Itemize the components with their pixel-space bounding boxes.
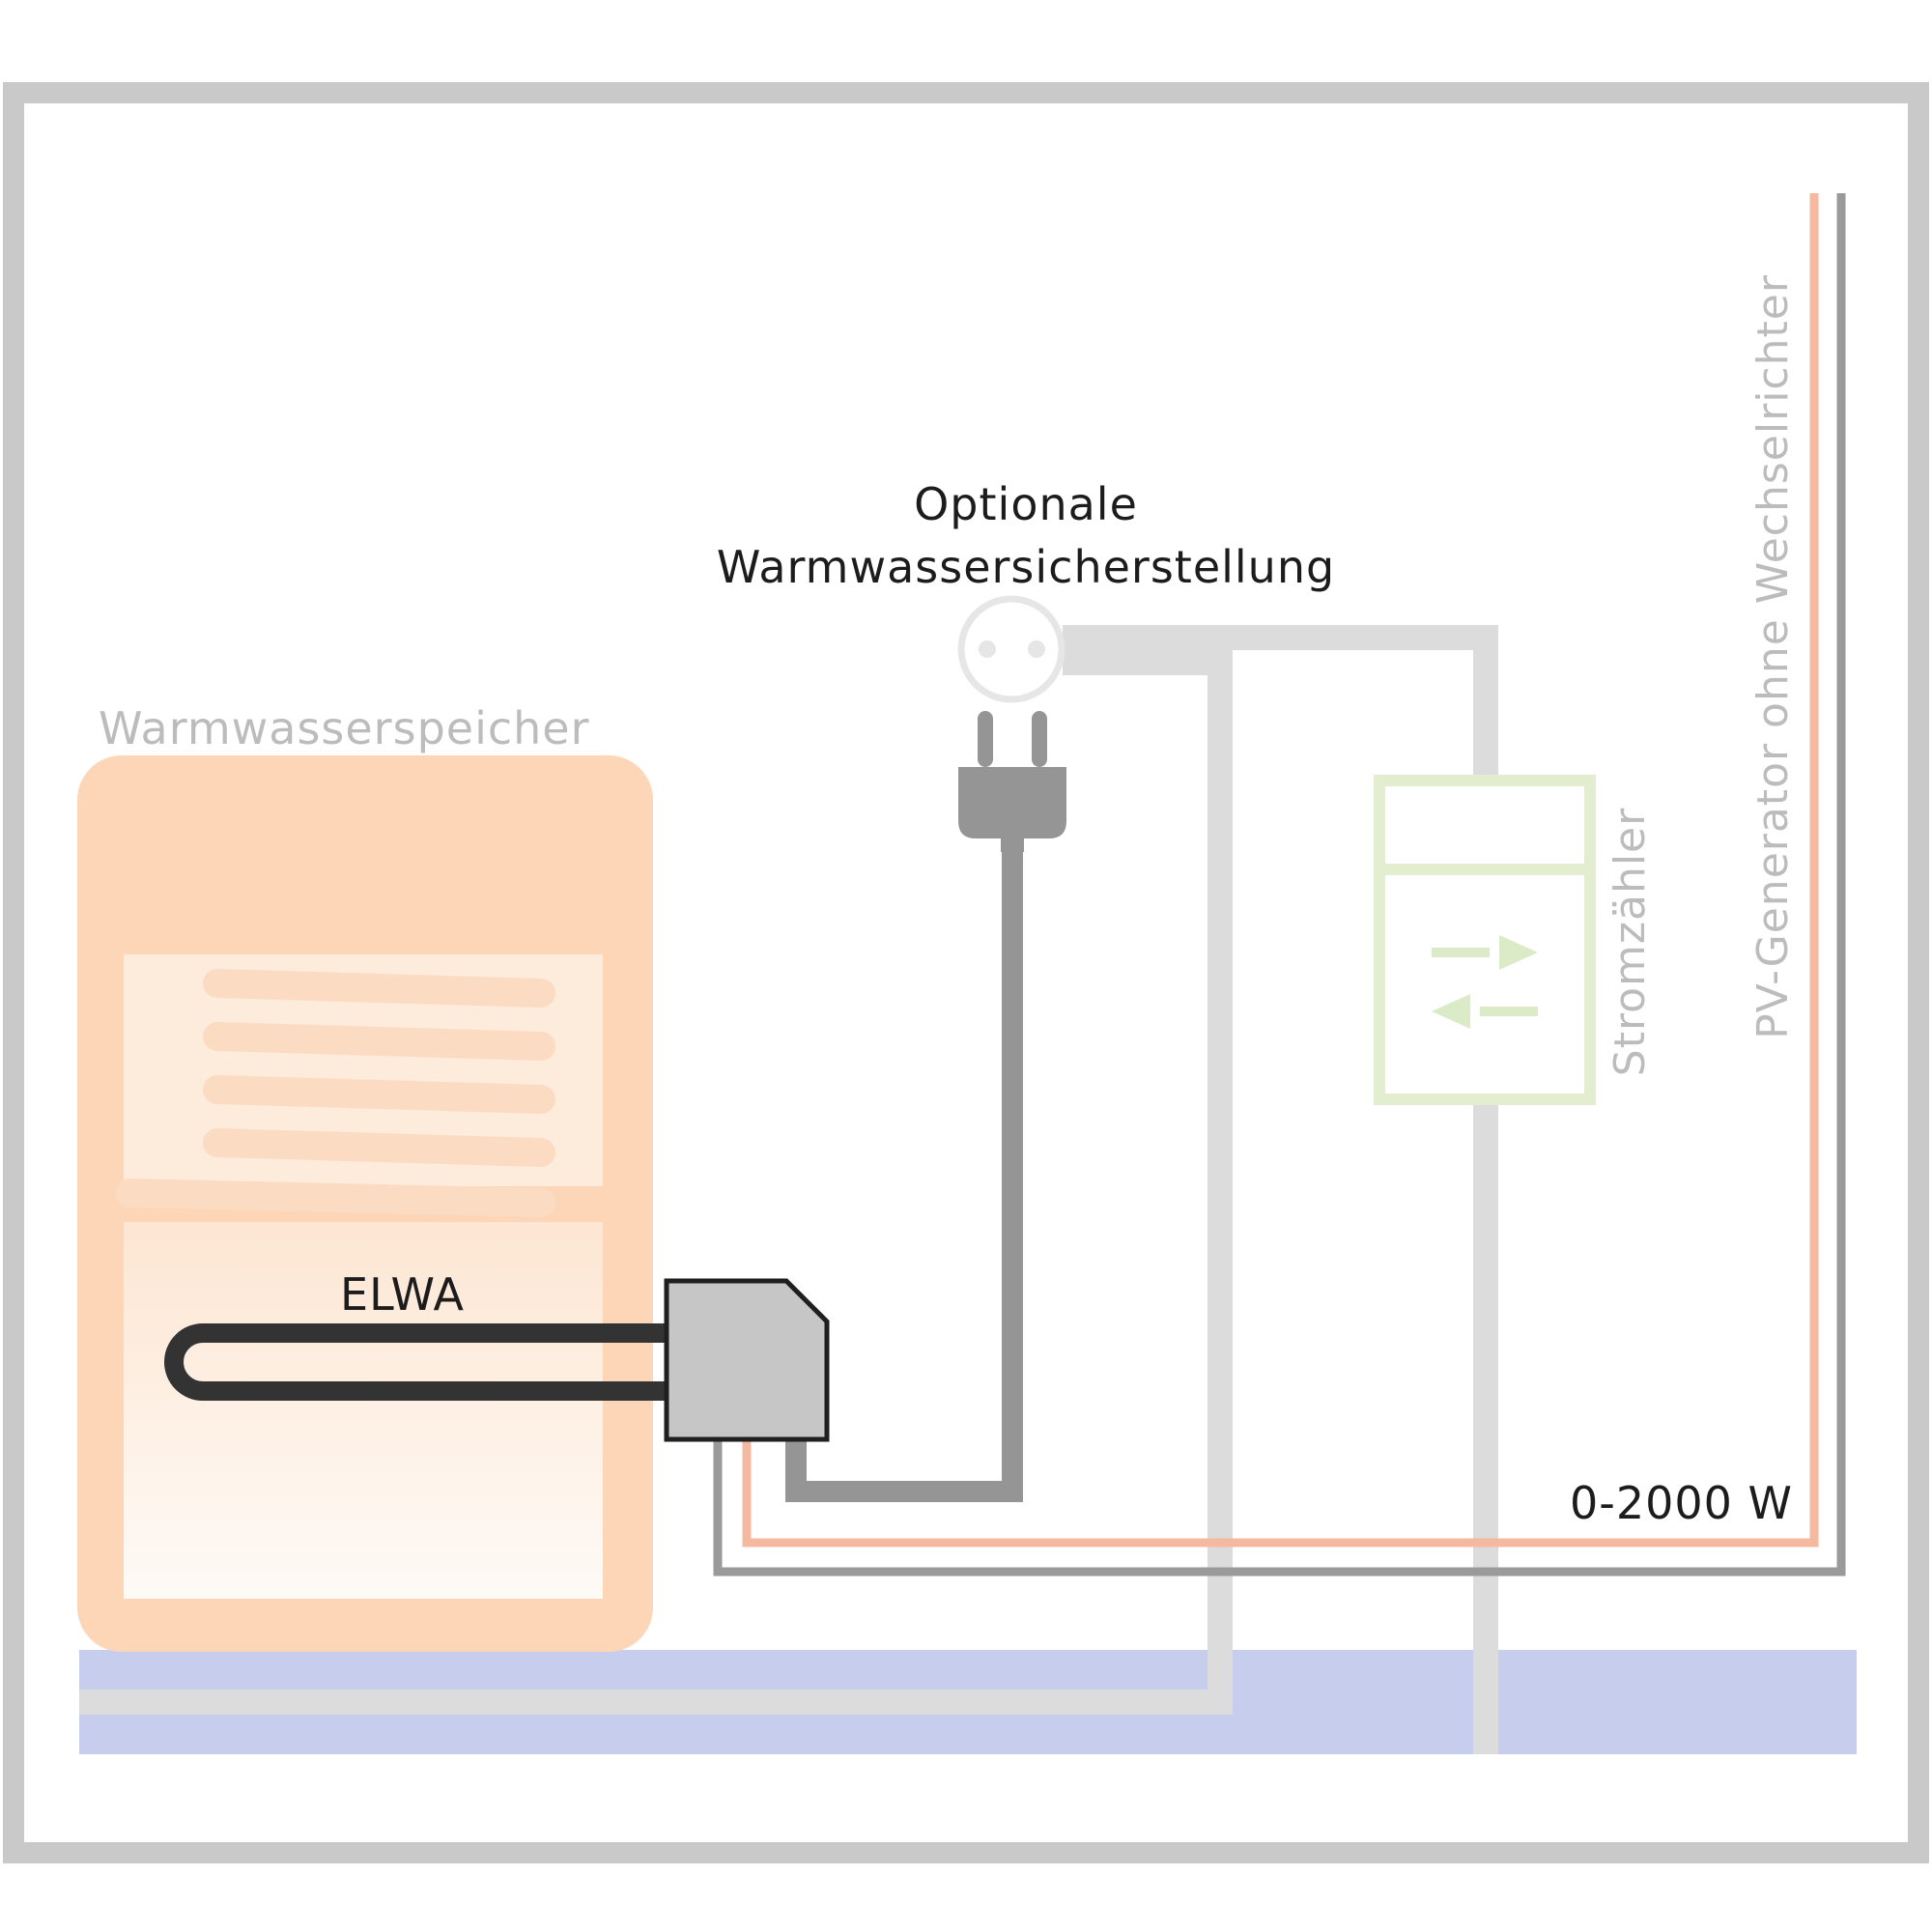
heat-exchanger-coil [116,969,555,1217]
bidirectional-arrows-icon [1432,935,1538,1029]
electricity-meter [1374,775,1596,1105]
house-wire-meter [1063,625,1498,1754]
power-range-label: 0-2000 W [1570,1477,1793,1529]
house-wire-loop [79,650,1233,1715]
dc-positive-line [742,193,1819,1548]
meter-label: Stromzähler [1605,808,1655,1076]
outer-frame [3,82,1929,1863]
heater-label: ELWA [340,1268,465,1321]
plug-icon [958,711,1066,852]
plug-cable [785,842,1023,1502]
tank-label: Warmwasserspeicher [99,702,590,754]
optional-backup-label-line2: Warmwassersicherstellung [717,541,1335,593]
socket-icon [957,595,1065,703]
heating-rod [164,1323,670,1401]
elwa-controller-box [664,1278,830,1442]
pv-generator-label: PV-Generator ohne Wechselrichter [1748,274,1798,1039]
hot-water-tank [77,755,653,1652]
optional-backup-label-line1: Optionale [914,478,1138,530]
dc-negative-line [713,193,1846,1577]
